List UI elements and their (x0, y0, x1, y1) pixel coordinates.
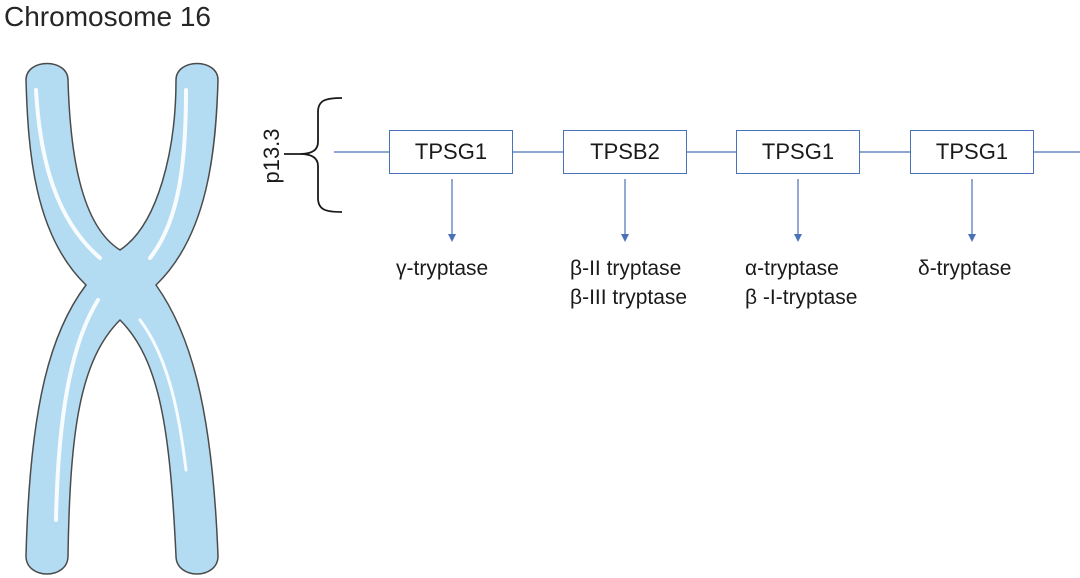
diagram-title: Chromosome 16 (4, 1, 211, 32)
product-label: α-tryptase (745, 257, 839, 280)
product-label-group-1: γ-tryptase (396, 254, 488, 283)
band-label: p13.3 (259, 128, 284, 184)
product-label: γ-tryptase (396, 257, 489, 280)
gene-box-1: TPSG1 (389, 130, 513, 174)
product-label-group-2: β-II tryptase β-III tryptase (570, 254, 687, 312)
chromosome-highlight-lower-right (138, 318, 188, 472)
product-label: β -I-tryptase (745, 286, 858, 309)
gene-box-2: TPSB2 (563, 130, 687, 174)
band-brace (284, 97, 343, 213)
product-label-group-4: δ-tryptase (918, 254, 1011, 283)
chromosome-highlight-lower-left (54, 298, 100, 522)
gene-box-3: TPSG1 (736, 130, 860, 174)
product-label: δ-tryptase (918, 257, 1012, 280)
chromosome-graphic (25, 62, 219, 575)
gene-box-4: TPSG1 (910, 130, 1034, 174)
chromosome-body (25, 62, 219, 575)
chromosome-highlight-upper-right (148, 88, 188, 260)
product-label: β-II tryptase (570, 257, 682, 280)
product-label: β-III tryptase (570, 286, 688, 309)
product-label-group-3: α-tryptase β -I-tryptase (745, 254, 857, 312)
chromosome-highlight-upper-left (34, 88, 102, 260)
